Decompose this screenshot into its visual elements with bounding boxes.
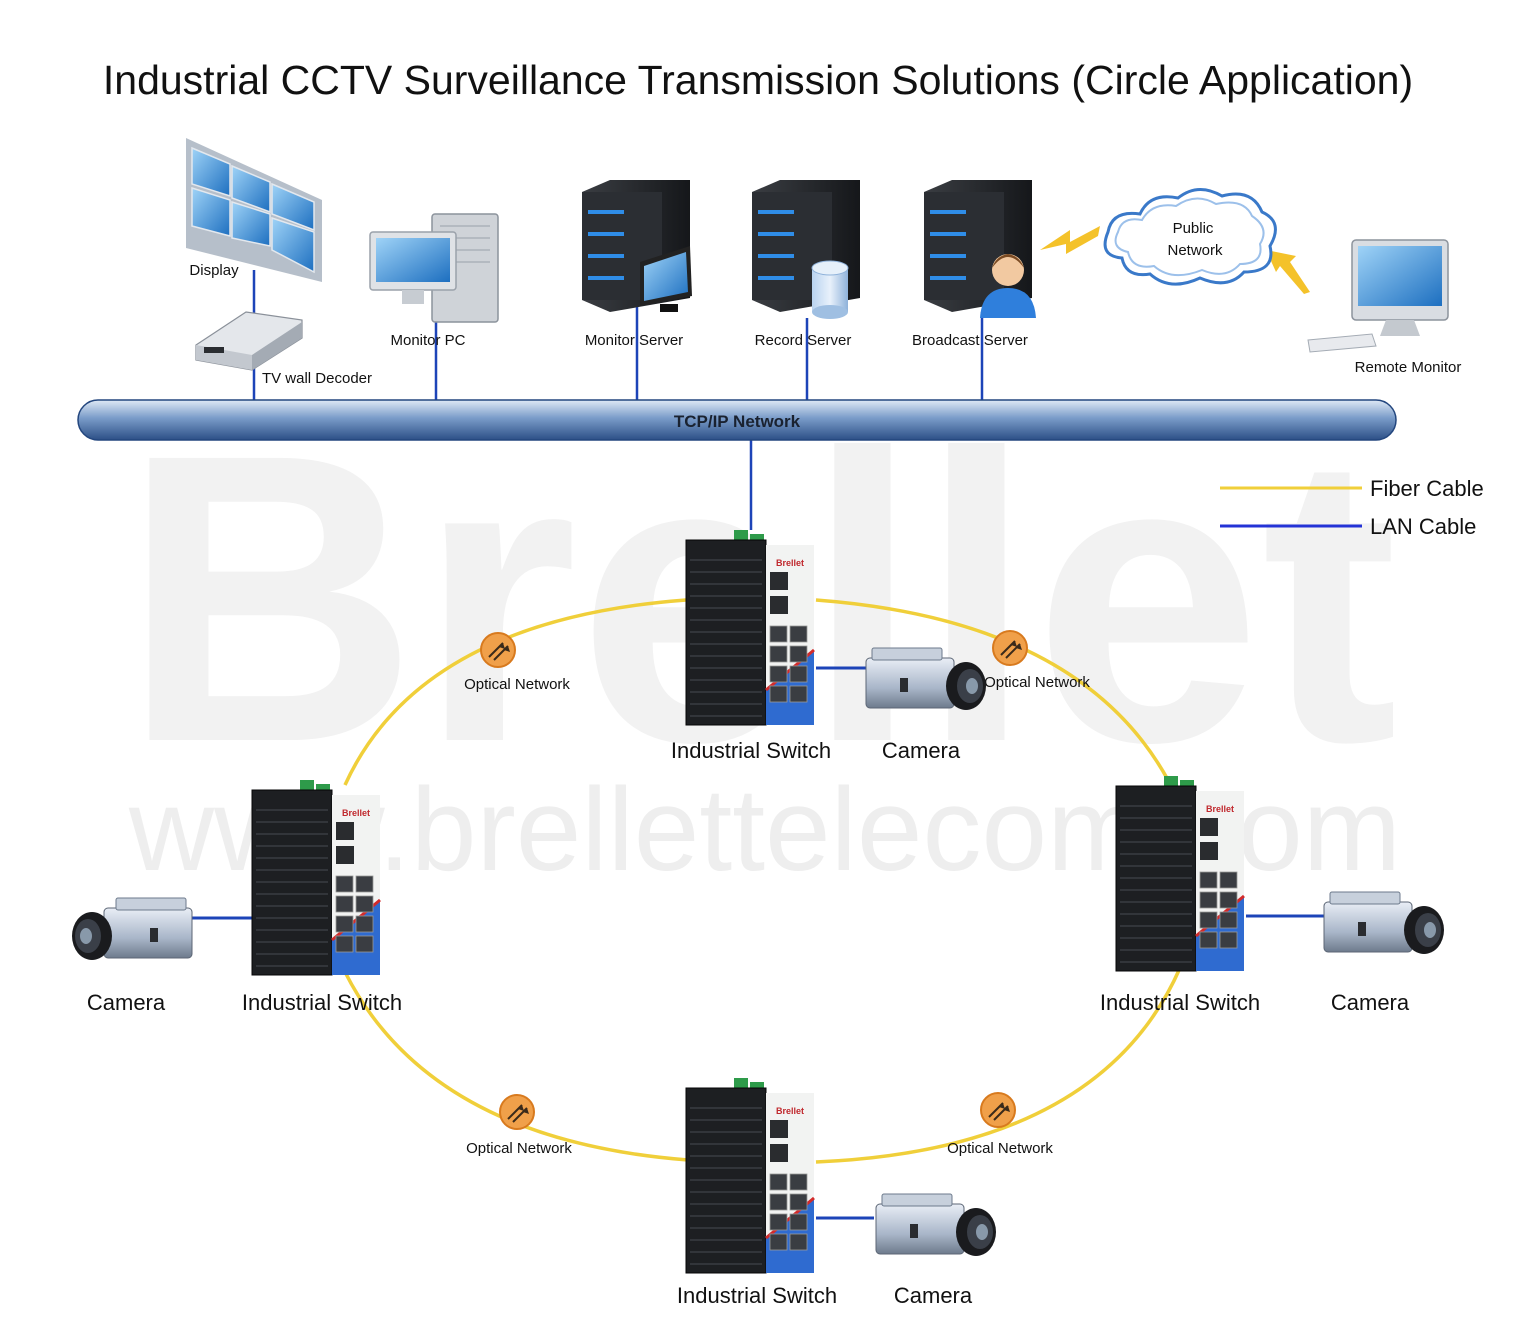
- tv-wall-decoder-label: TV wall Decoder: [262, 370, 372, 387]
- switch-brand-label: Brellet: [342, 808, 370, 818]
- monitor-pc-label: Monitor PC: [390, 332, 465, 349]
- camera-left-label: Camera: [87, 990, 166, 1015]
- legend-fiber-label: Fiber Cable: [1370, 476, 1484, 501]
- remote-monitor-icon: [1307, 239, 1449, 353]
- camera-lan-links: [192, 666, 1324, 1220]
- switch-right-label: Industrial Switch: [1100, 990, 1260, 1015]
- optical-network-label-top-left: Optical Network: [464, 676, 570, 693]
- switch-bottom-label: Industrial Switch: [677, 1283, 837, 1308]
- camera-bottom-icon: [875, 1193, 997, 1257]
- wireless-link-remote-icon: [1266, 250, 1310, 294]
- public-network-cloud-icon: [1103, 188, 1277, 286]
- optical-network-icon: [992, 630, 1028, 666]
- public-network-label-1: Public: [1173, 220, 1214, 237]
- switch-brand-label: Brellet: [1206, 804, 1234, 814]
- monitor-pc-icon: [369, 213, 499, 323]
- optical-network-label-top-right: Optical Network: [984, 674, 1090, 691]
- industrial-switch-top-icon: Brellet: [684, 528, 816, 727]
- record-server-label: Record Server: [755, 332, 852, 349]
- camera-left-icon: [71, 897, 193, 961]
- broadcast-server-label: Broadcast Server: [912, 332, 1028, 349]
- display-label: Display: [189, 262, 239, 279]
- page-title: Industrial CCTV Surveillance Transmissio…: [103, 57, 1413, 103]
- industrial-switch-left-icon: Brellet: [250, 778, 382, 977]
- optical-network-label-bottom-right: Optical Network: [947, 1140, 1053, 1157]
- switch-top-label: Industrial Switch: [671, 738, 831, 763]
- industrial-switch-bottom-icon: Brellet: [684, 1076, 816, 1275]
- switch-left-label: Industrial Switch: [242, 990, 402, 1015]
- wireless-link-icon: [1040, 226, 1100, 254]
- legend-lan-label: LAN Cable: [1370, 514, 1476, 539]
- record-server-icon: [752, 180, 860, 319]
- broadcast-server-icon: [924, 180, 1036, 318]
- tcp-ip-network-bus: [77, 399, 1397, 441]
- switch-brand-label: Brellet: [776, 558, 804, 568]
- fiber-ring: [343, 598, 1182, 1164]
- camera-bottom-label: Camera: [894, 1283, 973, 1308]
- camera-top-label: Camera: [882, 738, 961, 763]
- optical-network-label-bottom-left: Optical Network: [466, 1140, 572, 1157]
- camera-right-icon: [1323, 891, 1445, 955]
- optical-network-icon: [480, 632, 516, 668]
- remote-monitor-label: Remote Monitor: [1355, 359, 1462, 376]
- industrial-switch-right-icon: Brellet: [1114, 774, 1246, 973]
- public-network-label-2: Network: [1167, 242, 1223, 259]
- switch-brand-label: Brellet: [776, 1106, 804, 1116]
- camera-right-label: Camera: [1331, 990, 1410, 1015]
- tv-wall-decoder-icon: [195, 311, 303, 371]
- optical-network-icon: [980, 1092, 1016, 1128]
- optical-network-icon: [499, 1094, 535, 1130]
- tcp-ip-network-label: TCP/IP Network: [674, 412, 801, 431]
- monitor-server-label: Monitor Server: [585, 332, 683, 349]
- display-wall-icon: [186, 138, 322, 282]
- monitor-server-icon: [582, 180, 692, 312]
